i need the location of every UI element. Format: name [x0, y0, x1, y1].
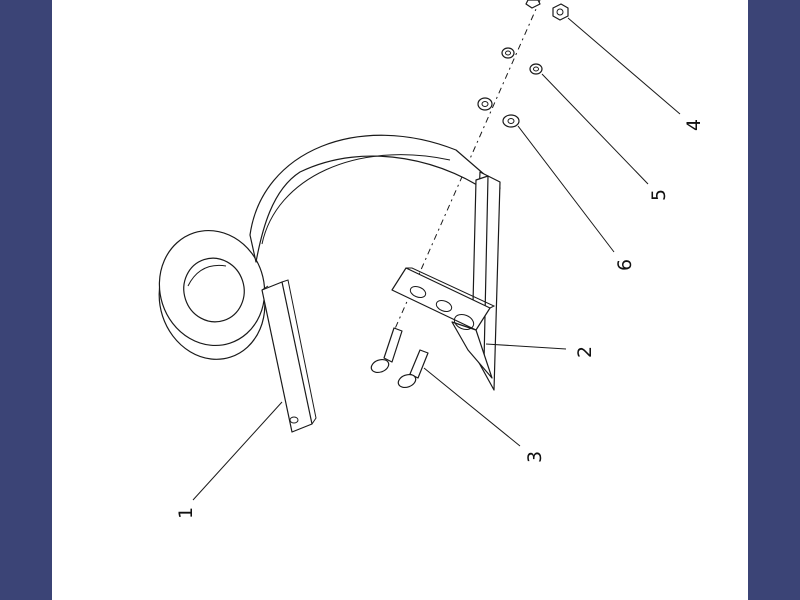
flat-washers-part-6 [477, 97, 520, 128]
callout-6: 6 [614, 259, 636, 271]
leader-line-4 [567, 17, 681, 115]
drawing-sheet: 1 2 3 4 5 6 [52, 0, 748, 600]
leader-line-5 [541, 73, 649, 185]
callout-1: 1 [175, 507, 197, 519]
callout-5: 5 [648, 189, 670, 201]
spring-tine-part-1 [158, 134, 501, 433]
leader-line-6 [517, 125, 615, 253]
callout-2: 2 [574, 346, 596, 358]
hex-nuts-part-4 [525, 0, 569, 21]
exploded-parts-diagram: 1 2 3 4 5 6 [158, 0, 705, 519]
shovel-part-2 [391, 171, 501, 391]
leader-line-2 [485, 343, 567, 350]
leader-line-3 [423, 367, 521, 447]
callout-4: 4 [683, 119, 705, 131]
callout-3: 3 [524, 451, 546, 463]
lock-washers-part-5 [501, 47, 543, 75]
carriage-bolts-part-3 [370, 327, 429, 389]
leader-line-1 [192, 401, 283, 501]
